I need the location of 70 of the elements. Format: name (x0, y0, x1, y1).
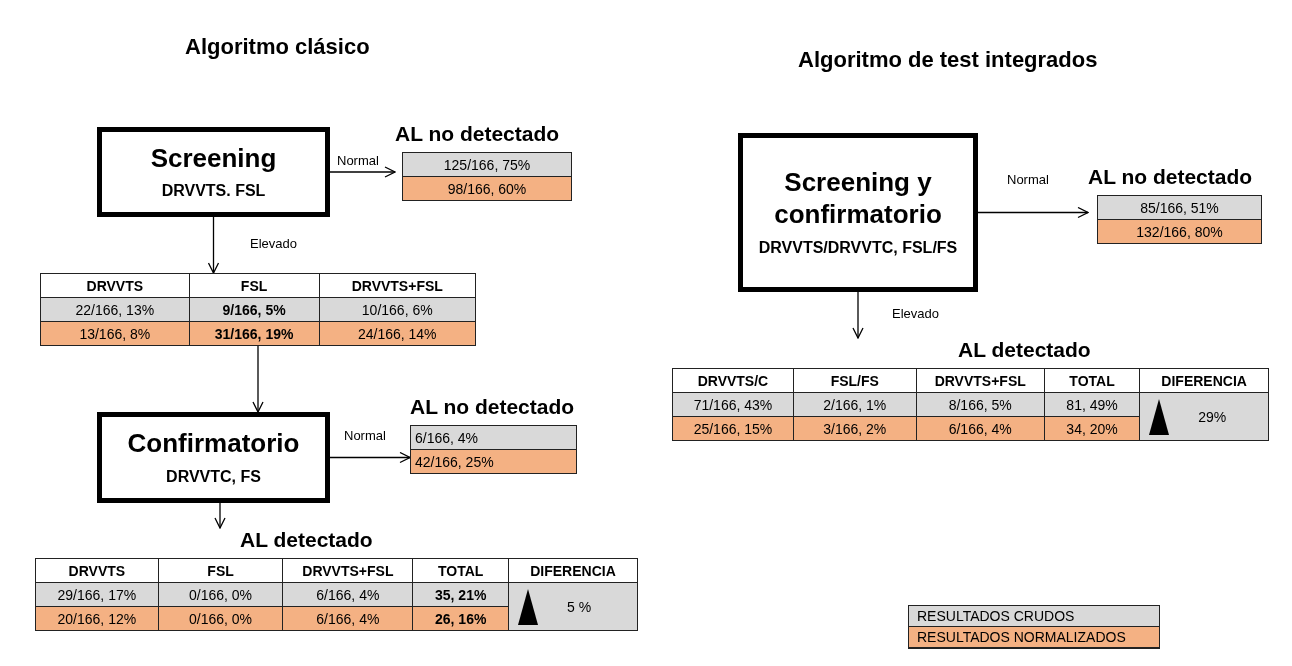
section-title: Algoritmo clásico (185, 34, 370, 60)
column-header: DRVVTS+FSL (916, 368, 1045, 393)
test-names: DRVVTS/DRVVTC, FSL/FS (758, 237, 958, 258)
edge-label: Normal (335, 153, 381, 168)
result-value: 6/166, 4% (916, 416, 1045, 441)
result-value: 31/166, 19% (189, 321, 319, 346)
arrow (329, 166, 396, 178)
section-title: Algoritmo de test integrados (798, 47, 1098, 73)
result-value: 22/166, 13% (40, 297, 190, 322)
column-header: DRVVTS+FSL (282, 558, 413, 583)
result-heading: AL no detectado (1088, 165, 1253, 189)
result-value: 20/166, 12% (35, 606, 159, 631)
result-value: 6/166, 4% (410, 425, 577, 450)
column-header: DRVVTS+FSL (319, 273, 476, 298)
result-value: 35, 21% (412, 582, 509, 607)
column-header: DRVVTS (40, 273, 190, 298)
result-value: 0/166, 0% (158, 582, 283, 607)
result-heading: AL detectado (958, 338, 1091, 362)
result-value: 132/166, 80% (1097, 219, 1262, 244)
step-title: Confirmatorio (127, 427, 300, 460)
result-value: 125/166, 75% (402, 152, 572, 177)
result-value: 6/166, 4% (282, 582, 413, 607)
result-value: 25/166, 15% (672, 416, 794, 441)
legend-entry: RESULTADOS CRUDOS (909, 606, 1159, 627)
column-header: TOTAL (412, 558, 509, 583)
edge-label: Normal (1005, 172, 1051, 187)
result-value: 8/166, 5% (916, 392, 1045, 417)
step-title: Screening y confirmatorio (773, 165, 943, 231)
result-value: 71/166, 43% (672, 392, 794, 417)
column-header: DIFERENCIA (1139, 368, 1269, 393)
column-header: DIFERENCIA (508, 558, 638, 583)
result-value: 98/166, 60% (402, 176, 572, 201)
arrow (977, 206, 1089, 219)
result-heading: AL no detectado (410, 395, 575, 419)
result-value: 6/166, 4% (282, 606, 413, 631)
result-value: 2/166, 1% (793, 392, 917, 417)
test-names: DRVVTS. FSL (161, 181, 266, 202)
result-value: 9/166, 5% (189, 297, 319, 322)
difference-value: 29% (1198, 408, 1227, 425)
result-value: 10/166, 6% (319, 297, 476, 322)
difference-value: 5 % (567, 598, 592, 615)
legend-entry: RESULTADOS NORMALIZADOS (909, 627, 1159, 648)
result-value: 81, 49% (1044, 392, 1140, 417)
column-header: FSL (189, 273, 319, 298)
test-names: DRVVTC, FS (166, 466, 261, 487)
result-value: 29/166, 17% (35, 582, 159, 607)
column-header: TOTAL (1044, 368, 1140, 393)
arrow (214, 502, 226, 529)
edge-label: Normal (342, 428, 388, 443)
step-title: Screening (150, 141, 277, 175)
arrow (852, 291, 864, 339)
column-header: DRVVTS (35, 558, 159, 583)
arrow (329, 451, 411, 464)
result-heading: AL detectado (240, 528, 373, 552)
result-value: 42/166, 25% (410, 449, 577, 474)
result-value: 26, 16% (412, 606, 509, 631)
arrow (252, 345, 264, 413)
arrow (207, 216, 220, 274)
result-value: 3/166, 2% (793, 416, 917, 441)
result-value: 13/166, 8% (40, 321, 190, 346)
result-value: 24/166, 14% (319, 321, 476, 346)
result-heading: AL no detectado (395, 122, 560, 146)
column-header: FSL/FS (793, 368, 917, 393)
result-value: 34, 20% (1044, 416, 1140, 441)
result-value: 85/166, 51% (1097, 195, 1262, 220)
result-value: 0/166, 0% (158, 606, 283, 631)
edge-label: Elevado (890, 306, 941, 321)
column-header: FSL (158, 558, 283, 583)
column-header: DRVVTS/C (672, 368, 794, 393)
edge-label: Elevado (248, 236, 299, 251)
